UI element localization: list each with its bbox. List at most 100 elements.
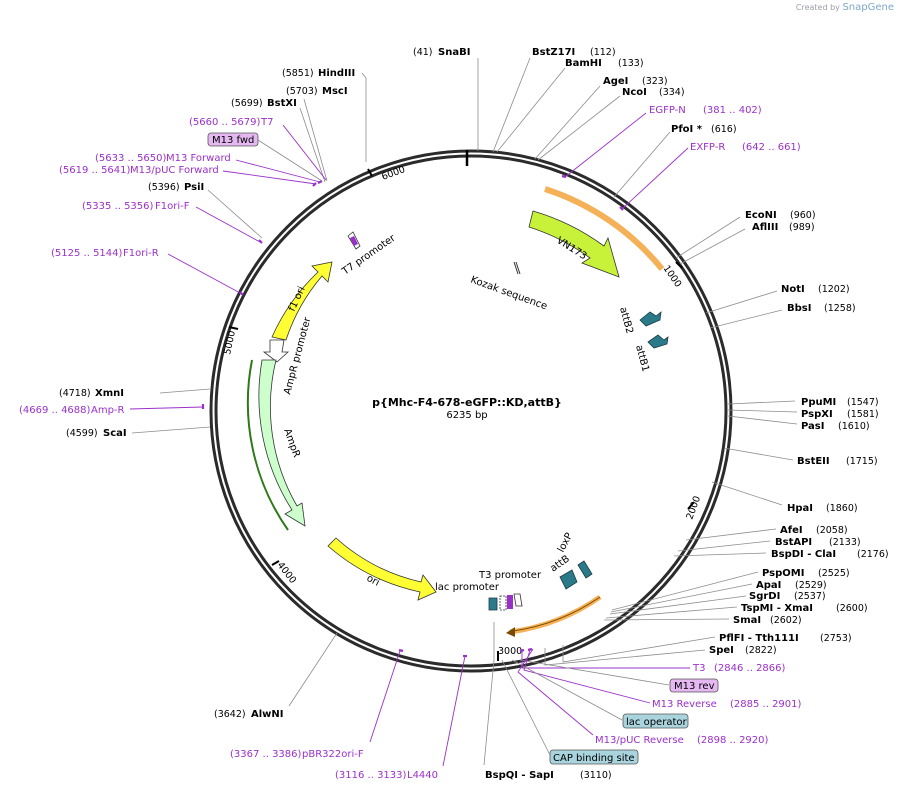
svg-text:(5396): (5396) (148, 182, 180, 193)
attb-arrow (559, 569, 578, 590)
svg-text:(4599): (4599) (66, 428, 98, 439)
svg-text:(2822): (2822) (745, 645, 777, 656)
svg-text:(642 .. 661): (642 .. 661) (742, 142, 801, 153)
svg-text:(3110): (3110) (580, 770, 612, 781)
loxp-arrow (577, 560, 593, 579)
svg-text:(2753): (2753) (820, 633, 852, 644)
svg-text:(1860): (1860) (826, 503, 858, 514)
enzyme-spei: SpeI (709, 645, 734, 656)
cassette-highlight-arrow (509, 594, 602, 635)
svg-text:(1202): (1202) (818, 284, 850, 295)
tick-3000: 3000 (498, 646, 522, 657)
attb2-arrow (639, 311, 662, 327)
primer-t7: T7 (260, 117, 273, 128)
enzyme-bstapi: BstAPI (775, 537, 812, 548)
svg-text:(5703): (5703) (286, 86, 318, 97)
svg-text:(5851): (5851) (282, 68, 314, 79)
svg-text:(1581): (1581) (847, 409, 879, 420)
enzyme-agei: AgeI (603, 76, 628, 87)
enzyme-bspdi-clai: BspDI - ClaI (771, 549, 836, 560)
ampr-arrow[interactable] (258, 359, 306, 527)
primer-egfp-n: EGFP-N (649, 105, 686, 116)
svg-text:(1715): (1715) (846, 456, 878, 467)
primer-m13-puc-forward: M13/pUC Forward (130, 165, 219, 176)
svg-text:M13 rev: M13 rev (674, 681, 715, 692)
plasmid-name: p{Mhc-F4-678-eGFP::KD,attB} (372, 396, 562, 409)
enzyme-msci: MscI (322, 86, 348, 97)
enzyme-ncoi: NcoI (622, 87, 647, 98)
svg-text:(2846 .. 2866): (2846 .. 2866) (714, 663, 786, 674)
t7-promoter-label: T7 promoter (340, 232, 399, 278)
enzyme-pflfi-tth111i: PflFI - Tth111I (719, 633, 799, 644)
svg-text:(5335 .. 5356): (5335 .. 5356) (82, 201, 154, 212)
primer-m13-puc-reverse: M13/pUC Reverse (595, 735, 684, 746)
ampr-green-strand (246, 359, 289, 531)
enzyme-hindiii: HindIII (318, 68, 355, 79)
ampr-label: AmpR (281, 427, 302, 459)
cap-binding-site-box (549, 749, 639, 765)
f1-ori-arrow[interactable] (271, 261, 333, 341)
attb1-arrow (647, 334, 669, 349)
credit-prefix: Created by (795, 3, 840, 12)
m13-rev-box (669, 678, 719, 693)
svg-text:(2133): (2133) (829, 537, 861, 548)
svg-text:(2058): (2058) (816, 525, 848, 536)
enzyme-alwni: AlwNI (251, 709, 284, 720)
svg-text:(2898 .. 2920): (2898 .. 2920) (697, 735, 769, 746)
attb-label: attB (548, 553, 571, 574)
svg-text:(133): (133) (618, 58, 644, 69)
primer-l4440: L4440 (407, 770, 438, 781)
svg-text:(5125 .. 5144): (5125 .. 5144) (51, 248, 123, 259)
backbone-inner-ring (214, 154, 728, 668)
enzyme-scai: ScaI (103, 428, 127, 439)
svg-text:(616): (616) (711, 124, 737, 135)
enzyme-bamhi: BamHI (565, 58, 602, 69)
t3-promoter-label: T3 promoter (478, 570, 542, 581)
svg-text:(2525): (2525) (818, 568, 850, 579)
primer-f1ori-f: F1ori-F (155, 201, 190, 212)
loxp-label: loxP (556, 531, 575, 554)
enzyme-pasi: PasI (801, 421, 824, 432)
enzyme-bstz17i: BstZ17I (532, 47, 575, 58)
kozak-label: Kozak sequence (469, 274, 549, 312)
enzyme-econi: EcoNI (745, 210, 777, 221)
svg-text:lac operator: lac operator (626, 717, 687, 728)
enzyme-tspmi-xmai: TspMI - XmaI (741, 603, 813, 614)
vn173-arrow[interactable] (528, 210, 620, 278)
svg-text:(2600): (2600) (836, 603, 868, 614)
svg-text:(112): (112) (590, 47, 616, 58)
enzyme-pfoi: PfoI * (671, 124, 703, 135)
svg-text:(2537): (2537) (794, 591, 826, 602)
lac-operator-box (622, 713, 689, 729)
enzyme-psii: PsiI (184, 182, 204, 193)
svg-text:(41): (41) (413, 47, 433, 58)
m13-rev-mark (507, 595, 513, 609)
lac-promoter-label: lac promoter (435, 582, 500, 593)
tick-2000: 2000 (684, 495, 703, 521)
backbone-outer-ring (209, 149, 733, 673)
plasmid-size: 6235 bp (446, 410, 487, 421)
enzyme-pspomi: PspOMI (762, 568, 804, 579)
enzyme-xmni: XmnI (95, 388, 124, 399)
ori-arrow[interactable] (327, 537, 437, 601)
kozak-mark (513, 261, 519, 275)
snapgene-logo: SnapGene (842, 2, 894, 13)
attb2-label: attB2 (617, 306, 635, 335)
attb1-label: attB1 (633, 344, 651, 373)
svg-text:(1258): (1258) (824, 303, 856, 314)
primer-m13-forward: M13 Forward (166, 153, 231, 164)
primer-f1ori-r: F1ori-R (123, 248, 159, 259)
m13-fwd-box (207, 132, 259, 147)
svg-text:(3367 .. 3386): (3367 .. 3386) (230, 749, 302, 760)
lac-operator-mark (499, 595, 507, 611)
svg-text:(4669 .. 4688): (4669 .. 4688) (19, 405, 91, 416)
svg-text:(3116 .. 3133): (3116 .. 3133) (335, 770, 407, 781)
leader-hindiii (361, 72, 367, 162)
enzyme-apai: ApaI (756, 580, 781, 591)
vn173-highlight (544, 186, 665, 271)
enzyme-smai: SmaI (733, 615, 761, 626)
svg-text:(2885 .. 2901): (2885 .. 2901) (730, 699, 802, 710)
enzyme-afei: AfeI (780, 525, 803, 536)
svg-text:(960): (960) (790, 210, 816, 221)
